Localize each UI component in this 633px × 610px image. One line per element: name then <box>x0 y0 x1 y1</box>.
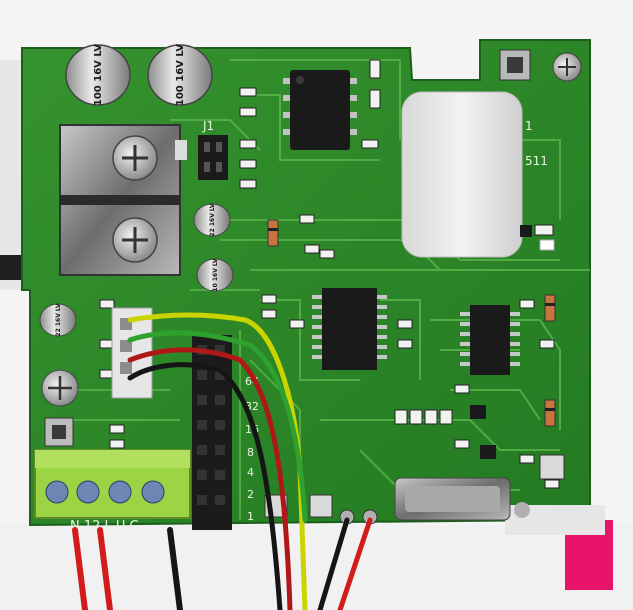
capacitor-2: 100 16V LV <box>147 44 213 106</box>
diodes <box>267 219 556 427</box>
dip-label-8: 8 <box>247 446 254 459</box>
capacitor-5: 22 16V LV <box>39 303 77 337</box>
ic-dip8 <box>283 70 357 150</box>
power-terminal-block <box>59 124 187 276</box>
capacitor-4: 10 16V LV <box>196 258 234 292</box>
white-plastic-block <box>401 91 523 258</box>
screw-terminal-icon <box>141 480 165 504</box>
capacitor-4-label: 10 16V LV <box>212 258 219 292</box>
wires <box>72 312 373 610</box>
capacitor-2-label: 100 16V LV <box>175 44 186 106</box>
dip-label-1: 1 <box>247 510 254 523</box>
capacitor-1: 100 16V LV <box>65 44 131 106</box>
transistors <box>470 225 532 459</box>
ic-soic-small <box>460 305 520 375</box>
right-module <box>499 49 582 82</box>
crystal-oscillator <box>394 477 511 521</box>
green-screw-terminal: N 12 L U C <box>34 449 191 534</box>
screw-terminal-icon <box>76 480 100 504</box>
capacitor-3-label: 22 16V LV <box>209 203 216 237</box>
terminal-label: N 12 L U C <box>70 519 139 534</box>
dip-label-2: 2 <box>247 488 254 501</box>
part-label: 511 <box>525 154 548 168</box>
screw-terminal-icon <box>108 480 132 504</box>
capacitor-1-label: 100 16V LV <box>93 44 104 106</box>
capacitor-5-label: 22 16V LV <box>55 303 62 337</box>
screw-terminal-icon <box>45 480 69 504</box>
capacitor-3: 22 16V LV <box>193 203 231 237</box>
smd-components <box>99 59 560 489</box>
corner-label: 1 <box>525 119 533 133</box>
led <box>539 239 555 251</box>
jumper-label: J1 <box>202 119 214 133</box>
ic-soic-large <box>312 288 387 370</box>
jumper-j1: J1 <box>198 119 228 180</box>
enclosure-floor <box>0 525 633 610</box>
dip-label-4: 4 <box>247 466 254 479</box>
